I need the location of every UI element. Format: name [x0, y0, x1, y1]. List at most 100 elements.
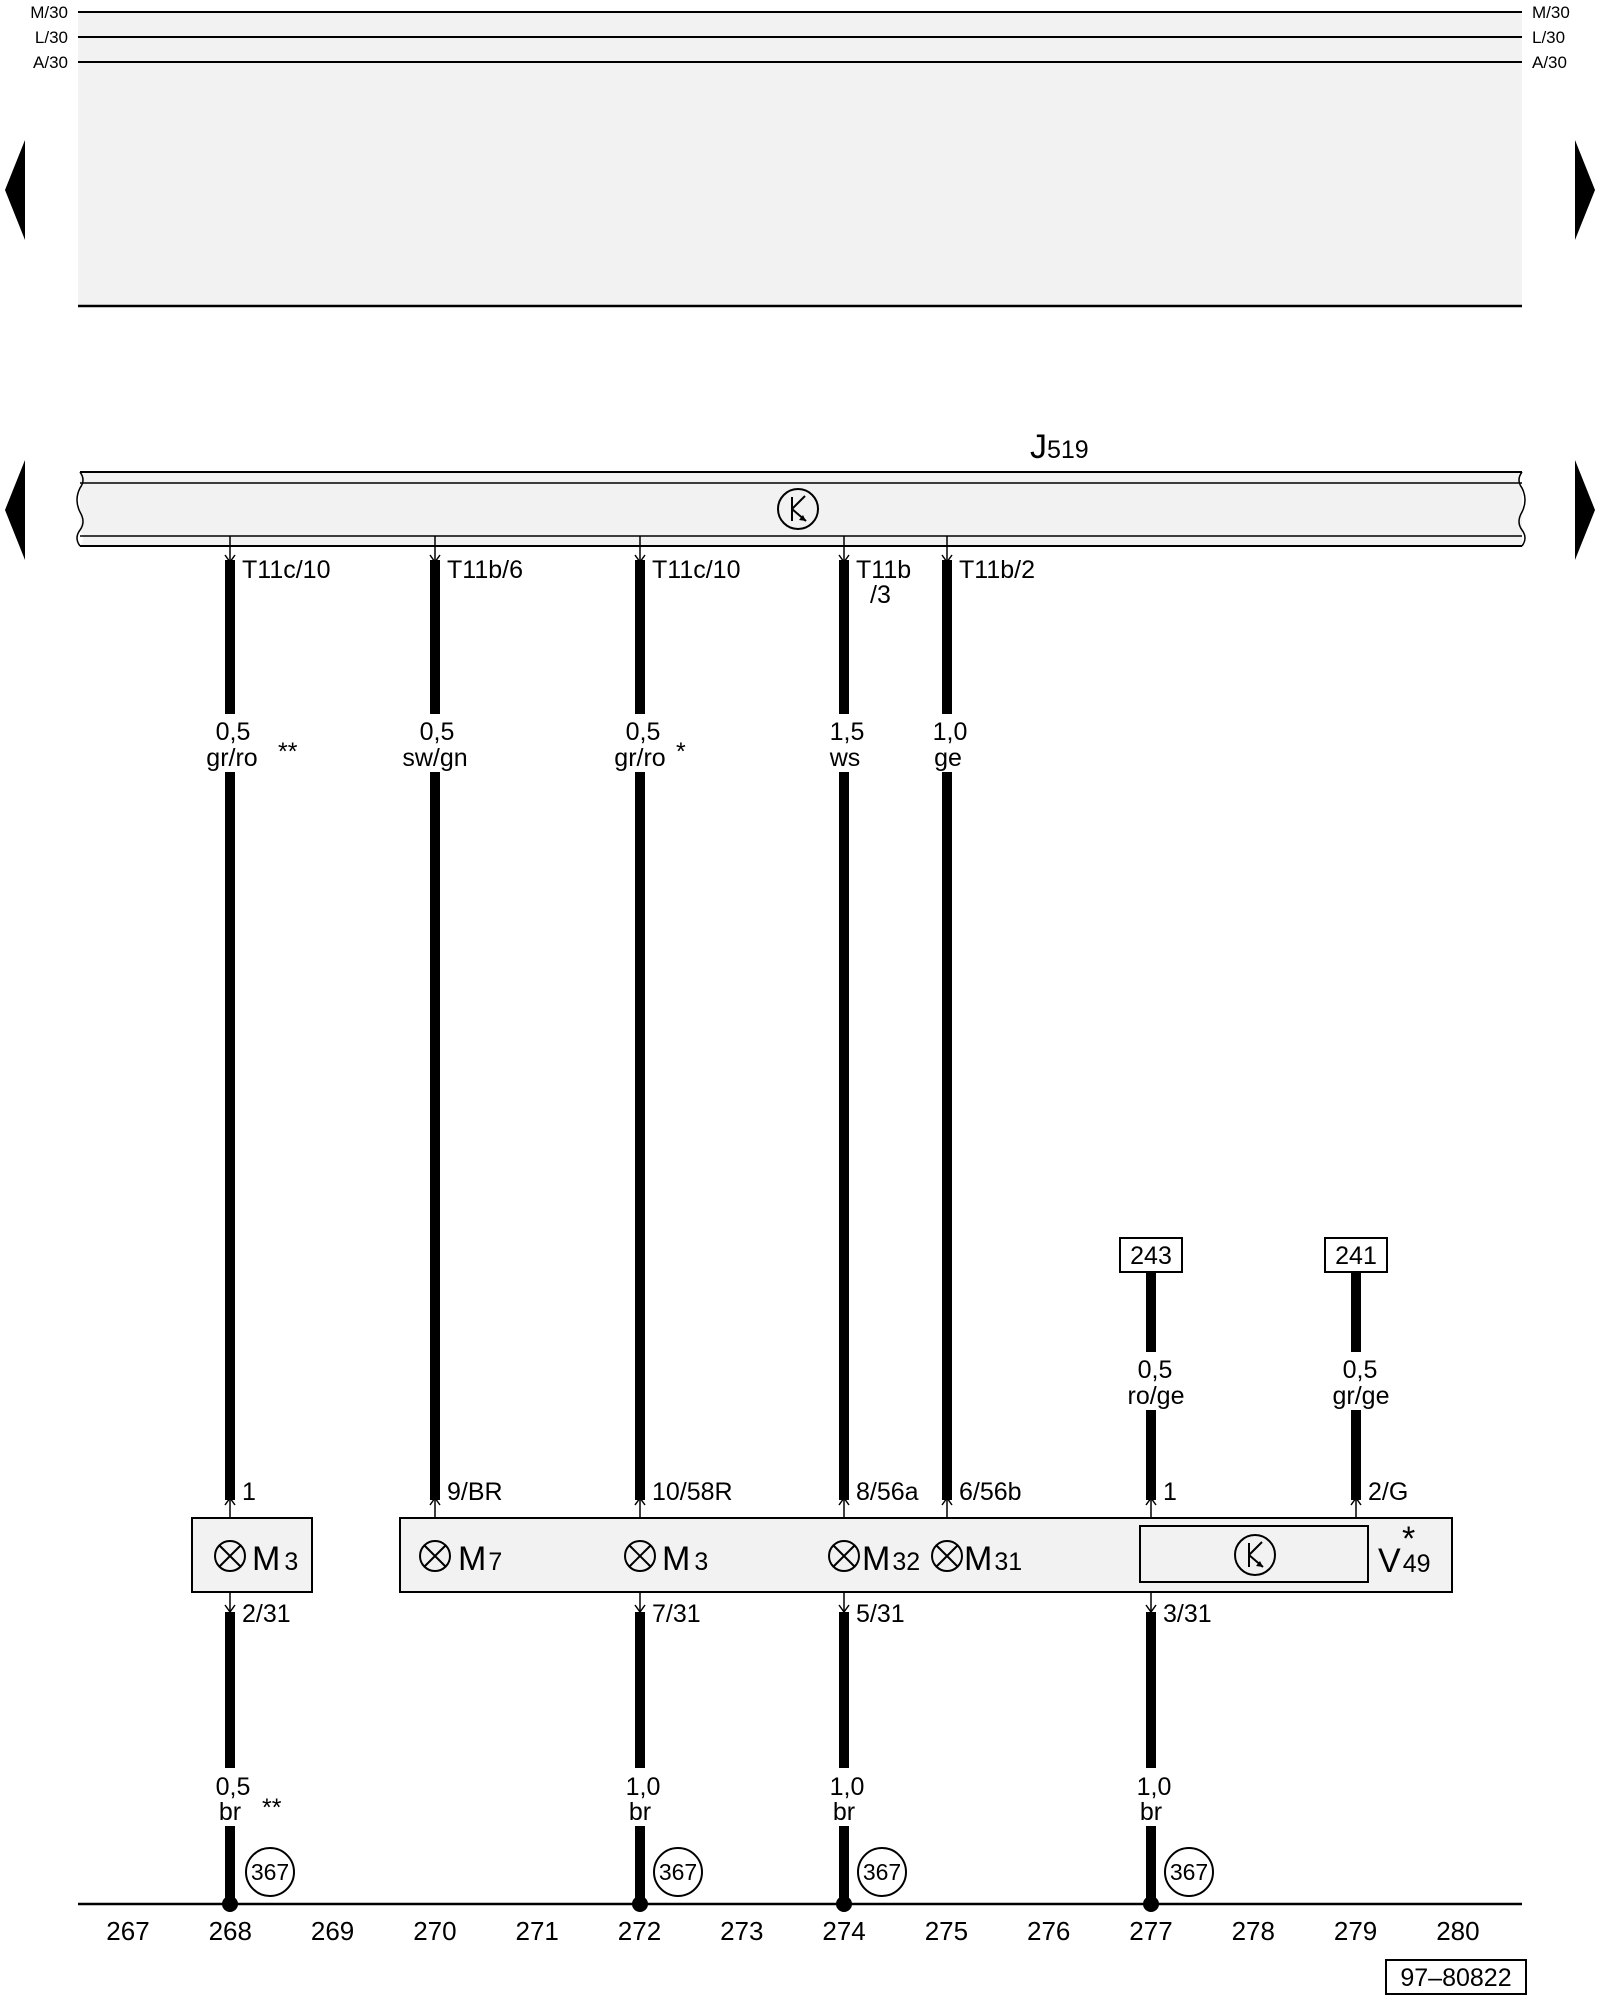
- wire-5-color: ge: [934, 744, 962, 772]
- wire-1-color: gr/ro: [206, 744, 257, 772]
- lamp-housing-left: [191, 1517, 313, 1593]
- component-v49-mark: *: [1402, 1520, 1415, 1558]
- column-numbers: 267 268 269 270 271 272 273 274 275 276 277 278 279 2…: [106, 1916, 1479, 1946]
- ground-ref-1: 367: [251, 1859, 289, 1885]
- wire-bottom-1-color: br: [219, 1798, 241, 1826]
- component-m32-label: M32: [862, 1540, 920, 1578]
- wire-2-size: 0,5: [420, 718, 455, 746]
- wire-3-size: 0,5: [626, 718, 661, 746]
- rail-label-left-3: A/30: [33, 53, 68, 72]
- column-number: 269: [311, 1916, 354, 1946]
- wire-1-mark: **: [278, 738, 298, 766]
- column-number: 273: [720, 1916, 763, 1946]
- rail-label-right-1: M/30: [1532, 3, 1570, 22]
- wire-bottom-2-size: 1,0: [626, 1773, 661, 1801]
- connector-label-3: T11c/10: [652, 556, 740, 584]
- rail-label-left-1: M/30: [30, 3, 68, 22]
- column-number: 268: [209, 1916, 252, 1946]
- pin-top-1: 1: [242, 1478, 256, 1506]
- pin-bottom-2: 7/31: [652, 1600, 701, 1628]
- rail-label-left-2: L/30: [35, 28, 68, 47]
- column-number: 274: [822, 1916, 865, 1946]
- wire-bottom-1-mark: **: [262, 1794, 282, 1822]
- ref-box-241[interactable]: [1324, 1237, 1388, 1273]
- pin-top-6: 1: [1163, 1478, 1177, 1506]
- column-number: 277: [1129, 1916, 1172, 1946]
- column-number: 279: [1334, 1916, 1377, 1946]
- nav-left-arrow-lower-icon[interactable]: [5, 460, 25, 560]
- drawing-number-box: [1385, 1959, 1527, 1995]
- rail-label-right-2: L/30: [1532, 28, 1565, 47]
- component-v49-label: V49: [1378, 1542, 1431, 1580]
- wire-1-size: 0,5: [216, 718, 251, 746]
- connector-label-4a: T11b: [856, 556, 911, 584]
- pin-top-3: 10/58R: [652, 1478, 733, 1506]
- controller-body: [80, 472, 1522, 546]
- connector-label-2: T11b/6: [447, 556, 523, 584]
- nav-right-arrow-lower-icon[interactable]: [1575, 460, 1595, 560]
- bulb-m31-icon: [931, 1540, 963, 1572]
- wire-mid-2-color: gr/ge: [1333, 1382, 1390, 1410]
- wire-5-size: 1,0: [933, 718, 968, 746]
- wire-bottom-gaps: [205, 1768, 1176, 1826]
- ground-junctions: [222, 1896, 1159, 1912]
- connector-label-5: T11b/2: [959, 556, 1035, 584]
- wire-2-color: sw/gn: [402, 744, 467, 772]
- column-number: 267: [106, 1916, 149, 1946]
- pin-top-2: 9/BR: [447, 1478, 503, 1506]
- pin-top-7: 2/G: [1368, 1478, 1408, 1506]
- rail-label-right-3: A/30: [1532, 53, 1567, 72]
- upper-panel: [78, 12, 1522, 306]
- column-number: 280: [1436, 1916, 1479, 1946]
- ref-box-243[interactable]: [1119, 1237, 1183, 1273]
- component-m7-label: M7: [458, 1540, 502, 1578]
- drawing-number: 97–80822: [1400, 1964, 1511, 1992]
- wire-bottom-4-color: br: [1140, 1798, 1162, 1826]
- bulb-icons: [214, 1540, 963, 1572]
- wire-mid-1-size: 0,5: [1138, 1356, 1173, 1384]
- column-number: 271: [516, 1916, 559, 1946]
- pin-bottom-3: 5/31: [856, 1600, 905, 1628]
- pin-bottom-4: 3/31: [1163, 1600, 1212, 1628]
- pin-top-5: 6/56b: [959, 1478, 1022, 1506]
- ref-241-label: 241: [1335, 1242, 1377, 1270]
- wire-3-color: gr/ro: [614, 744, 665, 772]
- connector-label-4b: /3: [870, 581, 891, 609]
- column-number: 272: [618, 1916, 661, 1946]
- column-number: 275: [925, 1916, 968, 1946]
- bulb-m3-icon: [624, 1540, 656, 1572]
- column-number: 278: [1232, 1916, 1275, 1946]
- column-number: 270: [413, 1916, 456, 1946]
- ground-ref-2: 367: [659, 1859, 697, 1885]
- controller-label: J519: [1030, 428, 1089, 466]
- wire-3-mark: *: [676, 738, 686, 766]
- ground-ref-circles: [245, 1847, 1214, 1897]
- wire-mid-2-size: 0,5: [1343, 1356, 1378, 1384]
- wire-mid-1-color: ro/ge: [1128, 1382, 1185, 1410]
- wire-bottom-1-size: 0,5: [216, 1773, 251, 1801]
- wire-bottom-4-size: 1,0: [1137, 1773, 1172, 1801]
- bulb-m3-left-icon: [214, 1540, 246, 1572]
- v49-symbol-icon: [1234, 1534, 1276, 1576]
- column-number: 276: [1027, 1916, 1070, 1946]
- wire-4-color: ws: [829, 744, 861, 772]
- ground-ref-4: 367: [1170, 1859, 1208, 1885]
- pin-top-4: 8/56a: [856, 1478, 919, 1506]
- pin-bottom-1: 2/31: [242, 1600, 291, 1628]
- nav-left-arrow-upper-icon[interactable]: [5, 140, 25, 240]
- connector-arrows: [224, 554, 1362, 1614]
- wire-label-gaps: [200, 714, 1395, 1826]
- controller-symbol-icon: [777, 488, 819, 530]
- controller-right-break: [1518, 471, 1526, 547]
- nav-right-arrow-upper-icon[interactable]: [1575, 140, 1595, 240]
- ref-243-label: 243: [1130, 1242, 1172, 1270]
- wire-4-size: 1,5: [830, 718, 865, 746]
- bulb-m7-icon: [419, 1540, 451, 1572]
- wire-bottom-3-color: br: [833, 1798, 855, 1826]
- bulb-m32-icon: [828, 1540, 860, 1572]
- wire-bottom-2-color: br: [629, 1798, 651, 1826]
- wire-set-bottom: [225, 1612, 1156, 1904]
- ground-ref-3: 367: [863, 1859, 901, 1885]
